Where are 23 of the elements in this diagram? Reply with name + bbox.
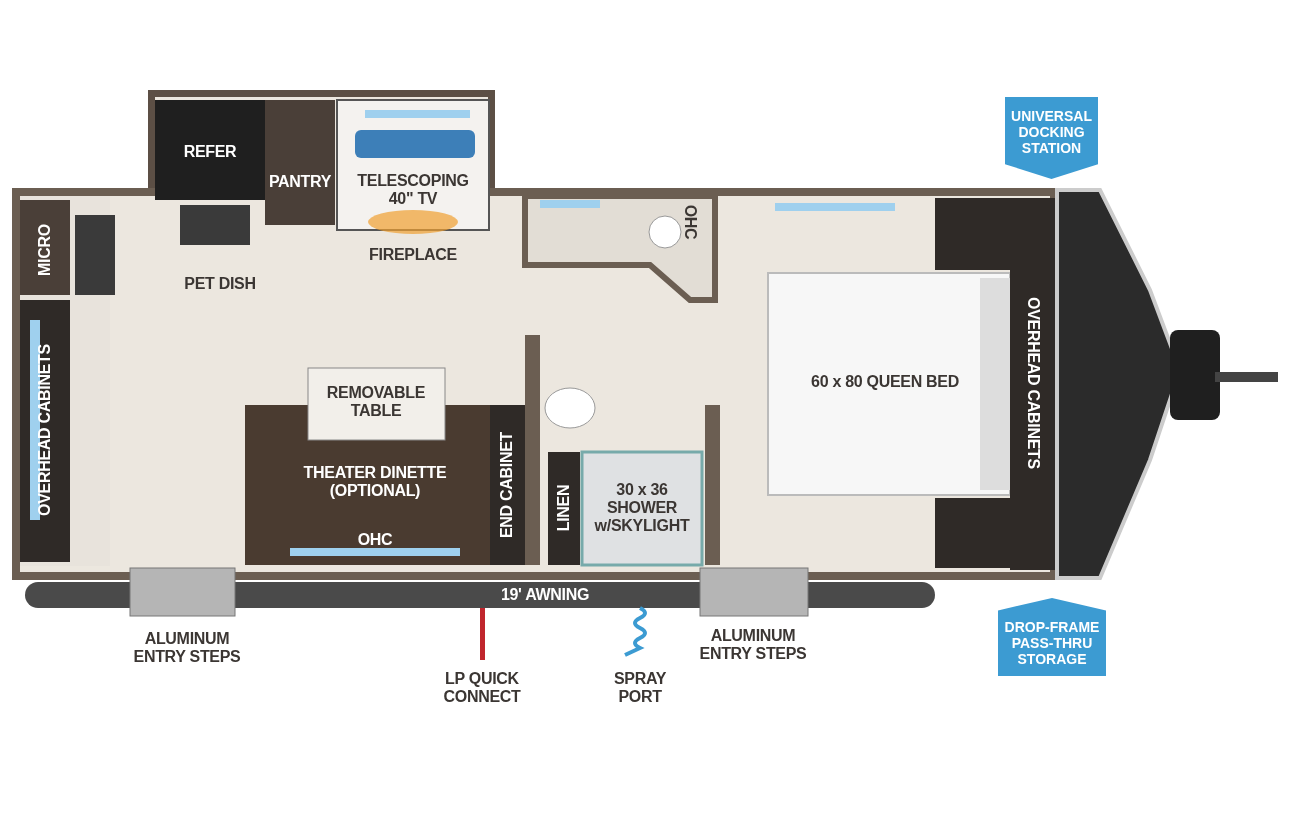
cabinet-label: OVERHEAD CABINETS — [36, 344, 54, 516]
feature-label: LP QUICK CONNECT — [442, 670, 522, 706]
feature-label: ALUMINUM ENTRY STEPS — [132, 630, 242, 666]
fixture-label: FIREPLACE — [369, 246, 457, 264]
cabinet-label: PANTRY — [268, 173, 332, 191]
feature-label: ALUMINUM ENTRY STEPS — [698, 627, 808, 663]
appliance-label: MICRO — [36, 224, 54, 276]
furniture-label: THEATER DINETTE (OPTIONAL) — [302, 464, 448, 500]
cabinet-label: OVERHEAD CABINETS — [1024, 297, 1042, 469]
cabinet-label: OHC — [357, 531, 393, 549]
awning-label: 19' AWNING — [500, 586, 590, 604]
callout-tag: UNIVERSAL DOCKING STATION — [1005, 97, 1098, 179]
callout-tag: DROP-FRAME PASS-THRU STORAGE — [998, 598, 1106, 676]
cabinet-label: LINEN — [555, 484, 573, 532]
cabinet-label: OHC — [681, 204, 699, 240]
appliance-label: REFER — [183, 143, 237, 161]
furniture-label: REMOVABLE TABLE — [325, 384, 427, 420]
room-label: 30 x 36 SHOWER w/SKYLIGHT — [593, 481, 691, 535]
fixture-label: PET DISH — [184, 275, 256, 293]
feature-label: SPRAY PORT — [612, 670, 668, 706]
appliance-label: TELESCOPING 40" TV — [356, 172, 470, 208]
cabinet-label: END CABINET — [498, 432, 516, 538]
furniture-label: 60 x 80 QUEEN BED — [810, 373, 960, 391]
